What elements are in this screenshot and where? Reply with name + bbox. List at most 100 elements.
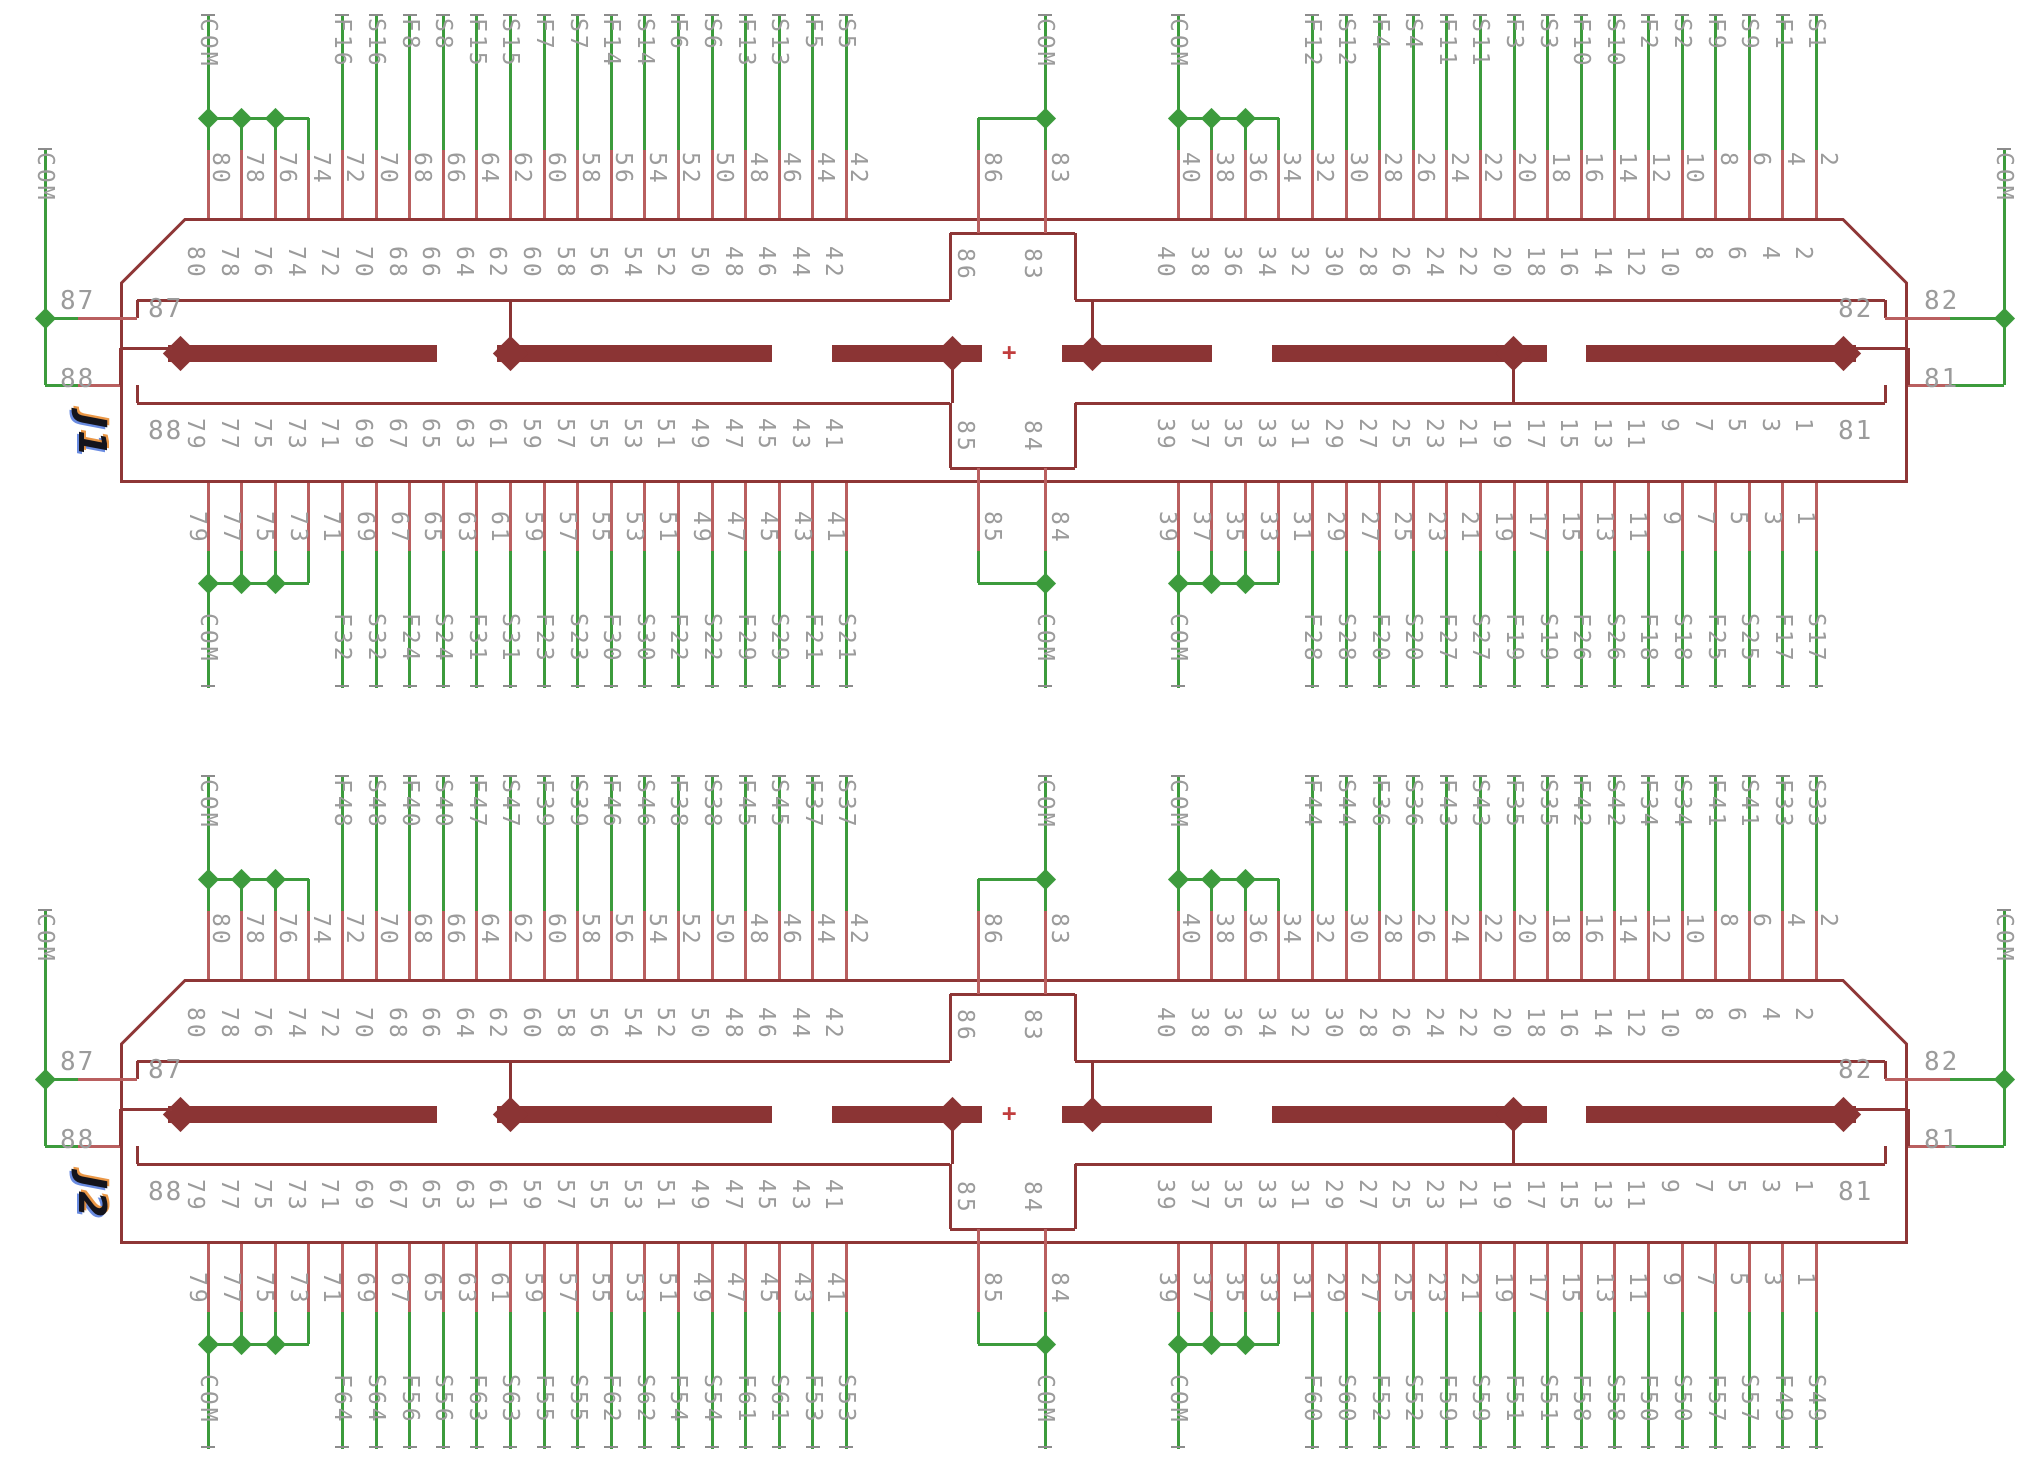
net-label[interactable]: F23 <box>531 613 557 664</box>
pin-stub[interactable] <box>710 483 714 551</box>
net-label[interactable]: S18 <box>1669 613 1695 664</box>
net-wire[interactable] <box>811 1312 815 1449</box>
pin-stub[interactable] <box>1680 150 1684 218</box>
net-wire[interactable] <box>508 551 512 688</box>
net-wire[interactable] <box>1613 14 1617 150</box>
net-label[interactable]: F39 <box>531 779 557 830</box>
net-wire[interactable] <box>811 551 815 688</box>
com-wire[interactable] <box>2002 148 2006 385</box>
net-label[interactable]: S10 <box>1601 18 1628 69</box>
pin-stub[interactable] <box>1646 1244 1650 1312</box>
pin-stub[interactable] <box>307 150 311 218</box>
pin-stub[interactable] <box>1546 911 1550 979</box>
pin-stub[interactable] <box>307 483 311 551</box>
net-wire[interactable] <box>976 1312 980 1344</box>
net-label[interactable]: S32 <box>363 613 389 664</box>
net-label[interactable]: F51 <box>1501 1374 1527 1425</box>
pin-stub[interactable] <box>1680 911 1684 979</box>
net-wire[interactable] <box>1613 551 1617 688</box>
net-wire[interactable] <box>307 879 311 911</box>
net-wire[interactable] <box>1950 316 2004 320</box>
net-wire[interactable] <box>45 1144 78 1148</box>
net-label[interactable]: F34 <box>1635 779 1662 830</box>
net-label[interactable]: F45 <box>732 779 759 830</box>
net-wire[interactable] <box>1680 775 1684 911</box>
net-label[interactable]: S5 <box>833 18 860 52</box>
pin-stub[interactable] <box>1885 316 1950 320</box>
net-label[interactable]: F4 <box>1366 18 1393 52</box>
pin-stub[interactable] <box>811 150 815 218</box>
net-wire[interactable] <box>777 1312 781 1449</box>
com-wire[interactable] <box>43 909 47 1146</box>
net-label[interactable]: S56 <box>430 1374 457 1425</box>
pin-stub[interactable] <box>744 911 748 979</box>
bus-bar[interactable] <box>168 1106 437 1123</box>
pin-stub[interactable] <box>1908 1144 1950 1148</box>
net-wire[interactable] <box>1043 551 1047 583</box>
net-wire[interactable] <box>1277 551 1281 583</box>
net-label[interactable]: F60 <box>1299 1374 1326 1425</box>
net-label[interactable]: F42 <box>1568 779 1595 830</box>
net-label[interactable]: F19 <box>1501 613 1527 664</box>
net-wire[interactable] <box>676 551 680 688</box>
pin-stub[interactable] <box>643 483 647 551</box>
pin-stub[interactable] <box>844 911 848 979</box>
net-label[interactable]: S38 <box>699 779 725 830</box>
pin-stub[interactable] <box>676 150 680 218</box>
pin-stub[interactable] <box>777 483 781 551</box>
net-label[interactable]: S37 <box>833 779 860 830</box>
net-wire[interactable] <box>1579 775 1583 911</box>
net-wire[interactable] <box>1445 775 1449 911</box>
pin-stub[interactable] <box>374 911 378 979</box>
pin-stub[interactable] <box>340 483 344 551</box>
pin-stub[interactable] <box>206 483 210 551</box>
net-label[interactable]: F46 <box>598 779 625 830</box>
net-wire[interactable] <box>340 551 344 688</box>
net-label[interactable]: S19 <box>1534 613 1561 664</box>
pin-stub[interactable] <box>78 316 137 320</box>
net-label[interactable]: S33 <box>1803 779 1830 830</box>
net-wire[interactable] <box>508 14 512 150</box>
net-label[interactable]: S26 <box>1601 613 1628 664</box>
pin-stub[interactable] <box>744 150 748 218</box>
com-wire[interactable] <box>1176 775 1180 879</box>
pin-stub[interactable] <box>1747 150 1751 218</box>
net-wire[interactable] <box>307 118 311 150</box>
net-label[interactable]: F25 <box>1702 613 1729 664</box>
com-label[interactable]: COM <box>1032 613 1058 664</box>
net-wire[interactable] <box>1210 879 1214 911</box>
pin-stub[interactable] <box>710 150 714 218</box>
pin-stub[interactable] <box>1646 150 1650 218</box>
net-wire[interactable] <box>609 14 613 150</box>
net-label[interactable]: F59 <box>1433 1374 1460 1425</box>
net-wire[interactable] <box>1747 14 1751 150</box>
net-wire[interactable] <box>744 775 748 911</box>
pin-stub[interactable] <box>1546 483 1550 551</box>
net-wire[interactable] <box>408 551 412 688</box>
net-label[interactable]: S40 <box>430 779 457 830</box>
com-bus-wire[interactable] <box>208 877 309 881</box>
pin-stub[interactable] <box>542 150 546 218</box>
net-wire[interactable] <box>508 1312 512 1449</box>
net-wire[interactable] <box>811 14 815 150</box>
net-label[interactable]: S43 <box>1467 779 1494 830</box>
pin-stub[interactable] <box>844 483 848 551</box>
net-wire[interactable] <box>1478 551 1482 688</box>
net-wire[interactable] <box>206 118 210 150</box>
net-wire[interactable] <box>273 551 277 583</box>
net-label[interactable]: F15 <box>463 18 490 69</box>
pin-stub[interactable] <box>1344 150 1348 218</box>
pin-stub[interactable] <box>1814 1244 1818 1312</box>
com-label[interactable]: COM <box>195 18 221 69</box>
pin-stub[interactable] <box>1411 150 1415 218</box>
net-label[interactable]: F44 <box>1299 779 1326 830</box>
pin-stub[interactable] <box>1613 483 1617 551</box>
net-label[interactable]: S13 <box>766 18 793 69</box>
net-wire[interactable] <box>1579 1312 1583 1449</box>
pin-stub[interactable] <box>1908 383 1950 387</box>
net-wire[interactable] <box>1411 551 1415 688</box>
net-label[interactable]: S62 <box>631 1374 658 1425</box>
net-label[interactable]: F40 <box>396 779 423 830</box>
net-wire[interactable] <box>1613 1312 1617 1449</box>
com-wire[interactable] <box>206 775 210 879</box>
